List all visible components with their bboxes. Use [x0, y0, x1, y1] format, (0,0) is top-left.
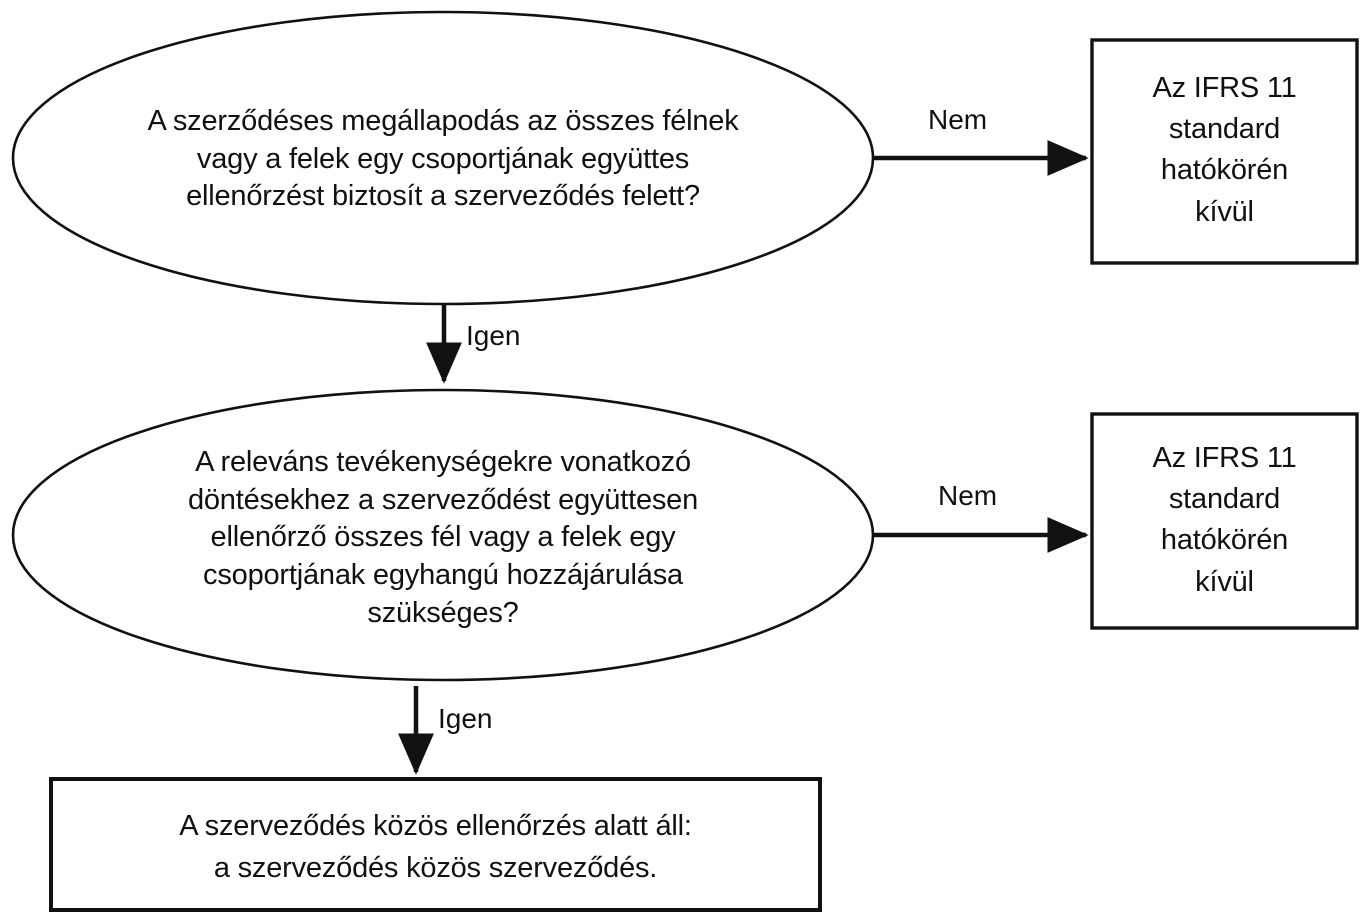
decision-node-2-shape[interactable] — [11, 388, 875, 682]
result-node-shape[interactable] — [49, 777, 822, 912]
edge-label-decision2-no: Nem — [938, 480, 998, 511]
outcome-node-2-shape[interactable] — [1090, 412, 1359, 630]
decision-node-1-label: A szerződéses megállapodás az összes fél… — [147, 105, 739, 213]
edge-label-decision1-yes: Igen — [466, 320, 521, 351]
outcome-node-1-shape[interactable] — [1090, 38, 1359, 265]
result-node-label: A szerveződés közös ellenőrzés alatt áll… — [179, 810, 692, 885]
edge-label-decision2-yes: Igen — [438, 703, 493, 734]
outcome-node-2-label: Az IFRS 11 standard hatókörén kívül — [1152, 442, 1297, 598]
decision-node-2-label: A releváns tevékenységekre vonatkozó dön… — [187, 446, 699, 629]
edge-label-decision1-no: Nem — [928, 104, 988, 135]
outcome-node-1-label: Az IFRS 11 standard hatókörén kívül — [1152, 72, 1297, 228]
